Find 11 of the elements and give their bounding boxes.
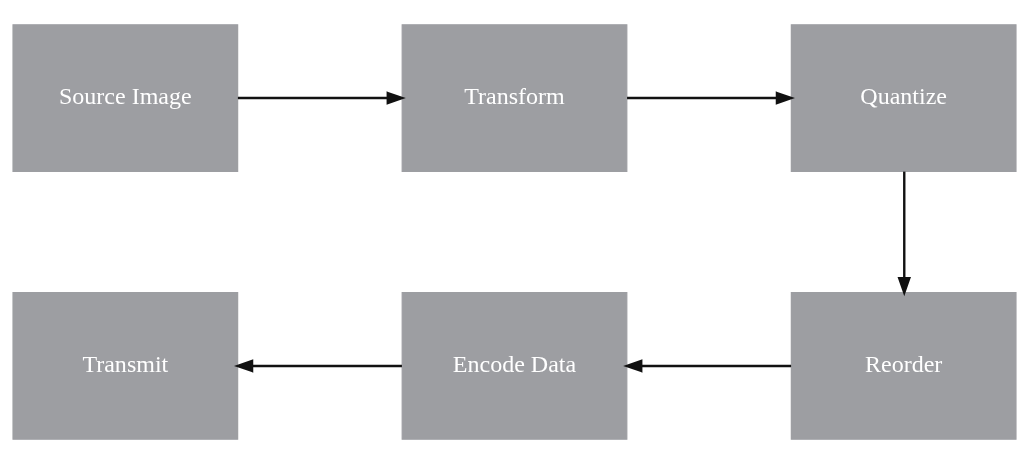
node-box: Quantize bbox=[790, 23, 1017, 172]
node-box: Reorder bbox=[790, 291, 1017, 440]
node-box: Transmit bbox=[12, 291, 239, 440]
node-box: Encode Data bbox=[401, 291, 628, 440]
arrow bbox=[623, 358, 792, 373]
node-box: Source Image bbox=[12, 23, 239, 172]
arrow bbox=[234, 358, 402, 373]
arrow bbox=[627, 90, 795, 105]
arrow bbox=[897, 171, 911, 296]
arrow bbox=[237, 90, 406, 105]
node-box: Transform bbox=[401, 23, 628, 172]
